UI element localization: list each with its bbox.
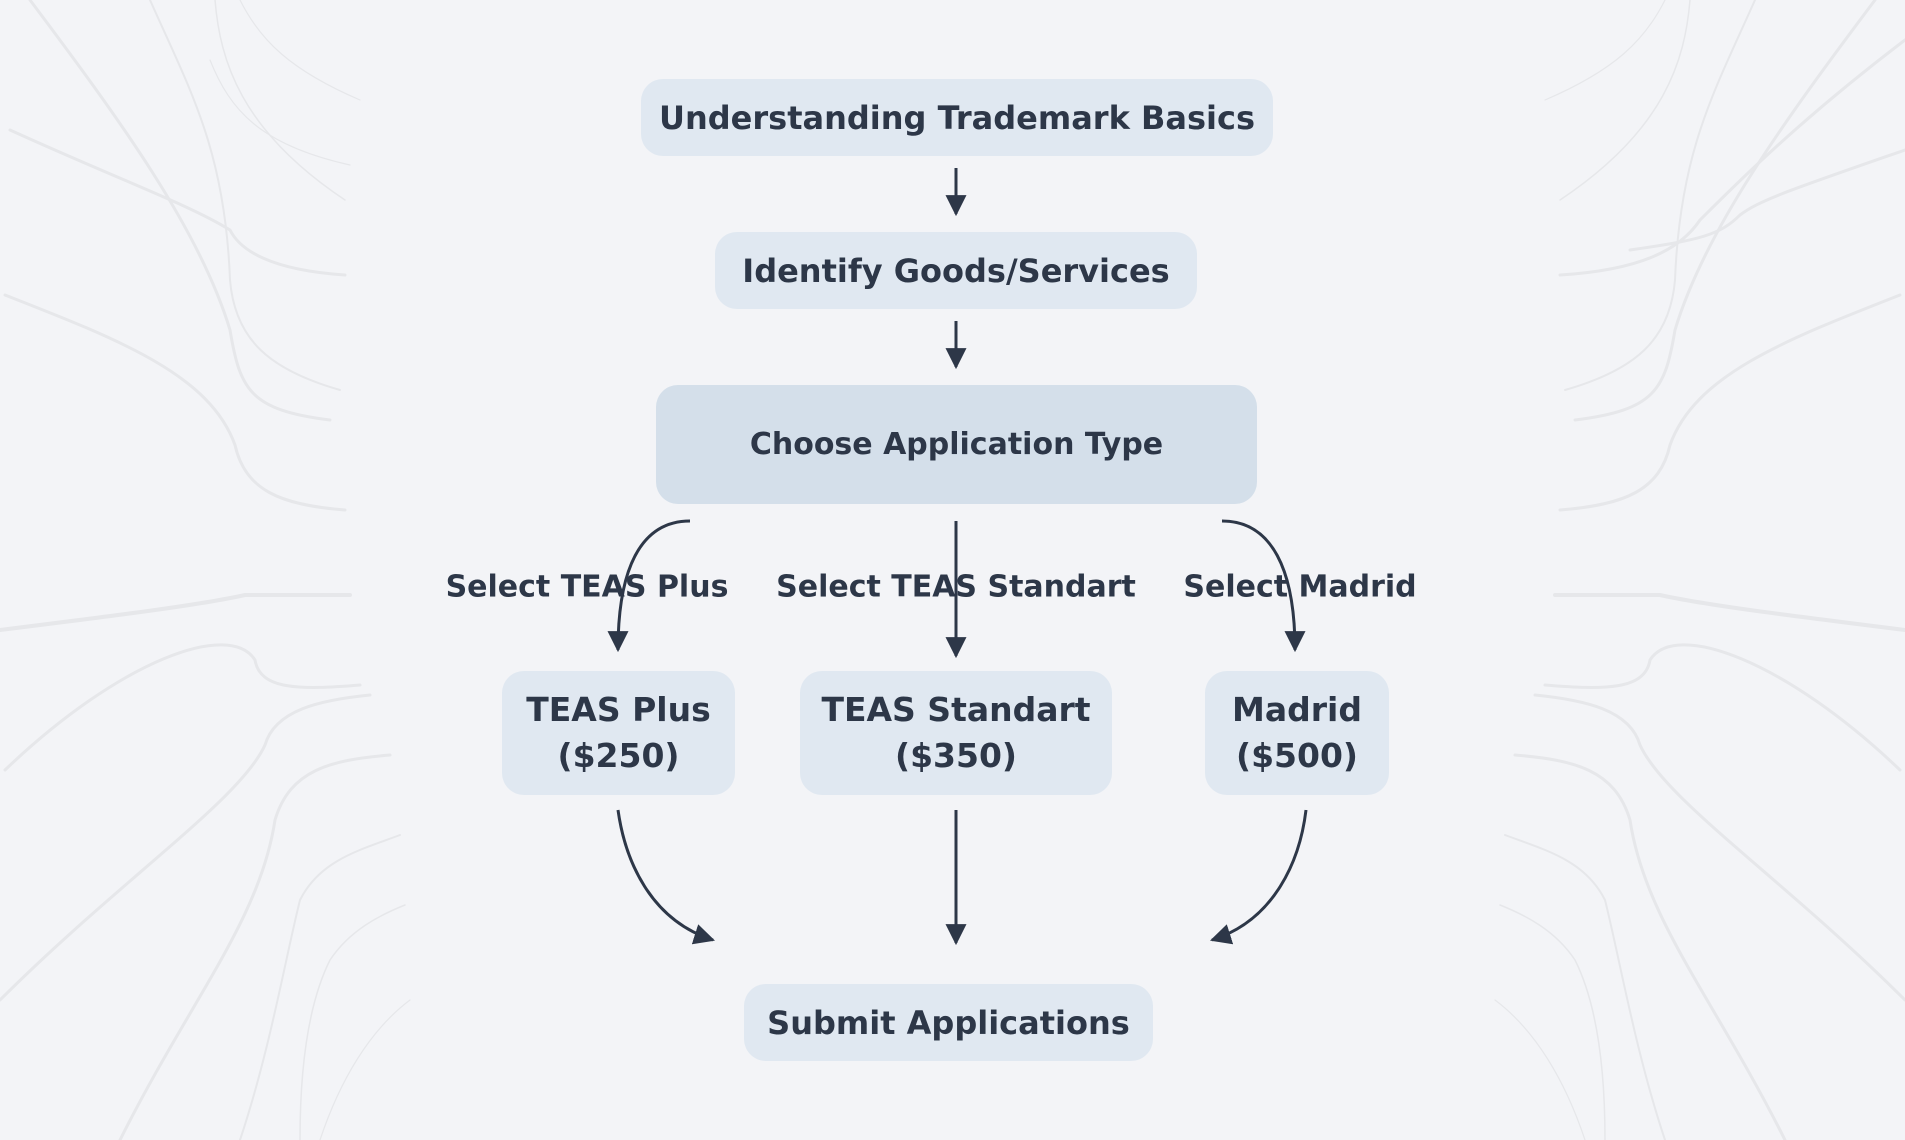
node-title: Madrid — [1232, 690, 1362, 729]
node-price: ($350) — [894, 736, 1017, 775]
edge-label-select-teas-plus: Select TEAS Plus — [445, 569, 729, 605]
edge-madrid-to-submit — [1209, 809, 1308, 945]
node-submit-applications[interactable]: Submit Applications — [744, 984, 1153, 1061]
node-label: Submit Applications — [767, 1003, 1130, 1042]
node-teas-plus[interactable]: TEAS Plus ($250) — [502, 671, 735, 795]
node-label: Understanding Trademark Basics — [658, 98, 1256, 137]
node-madrid[interactable]: Madrid ($500) — [1205, 671, 1389, 795]
node-title: TEAS Standart — [821, 690, 1091, 729]
edge-choose-to-madrid — [1221, 519, 1306, 653]
edge-teas-plus-to-submit — [616, 809, 716, 945]
node-title: TEAS Plus — [526, 690, 711, 729]
node-price: ($250) — [557, 736, 680, 775]
node-label: Identify Goods/Services — [742, 251, 1170, 290]
node-identify-goods-services[interactable]: Identify Goods/Services — [715, 232, 1197, 309]
edge-choose-to-teas-plus — [607, 519, 691, 653]
node-understanding-trademark-basics[interactable]: Understanding Trademark Basics — [641, 79, 1273, 156]
node-choose-application-type[interactable]: Choose Application Type — [656, 385, 1257, 504]
node-teas-standart[interactable]: TEAS Standart ($350) — [800, 671, 1112, 795]
edge-label-select-teas-standart: Select TEAS Standart — [776, 569, 1136, 605]
edge-label-select-madrid: Select Madrid — [1183, 569, 1417, 605]
node-label: Choose Application Type — [749, 426, 1164, 462]
node-price: ($500) — [1235, 736, 1358, 775]
